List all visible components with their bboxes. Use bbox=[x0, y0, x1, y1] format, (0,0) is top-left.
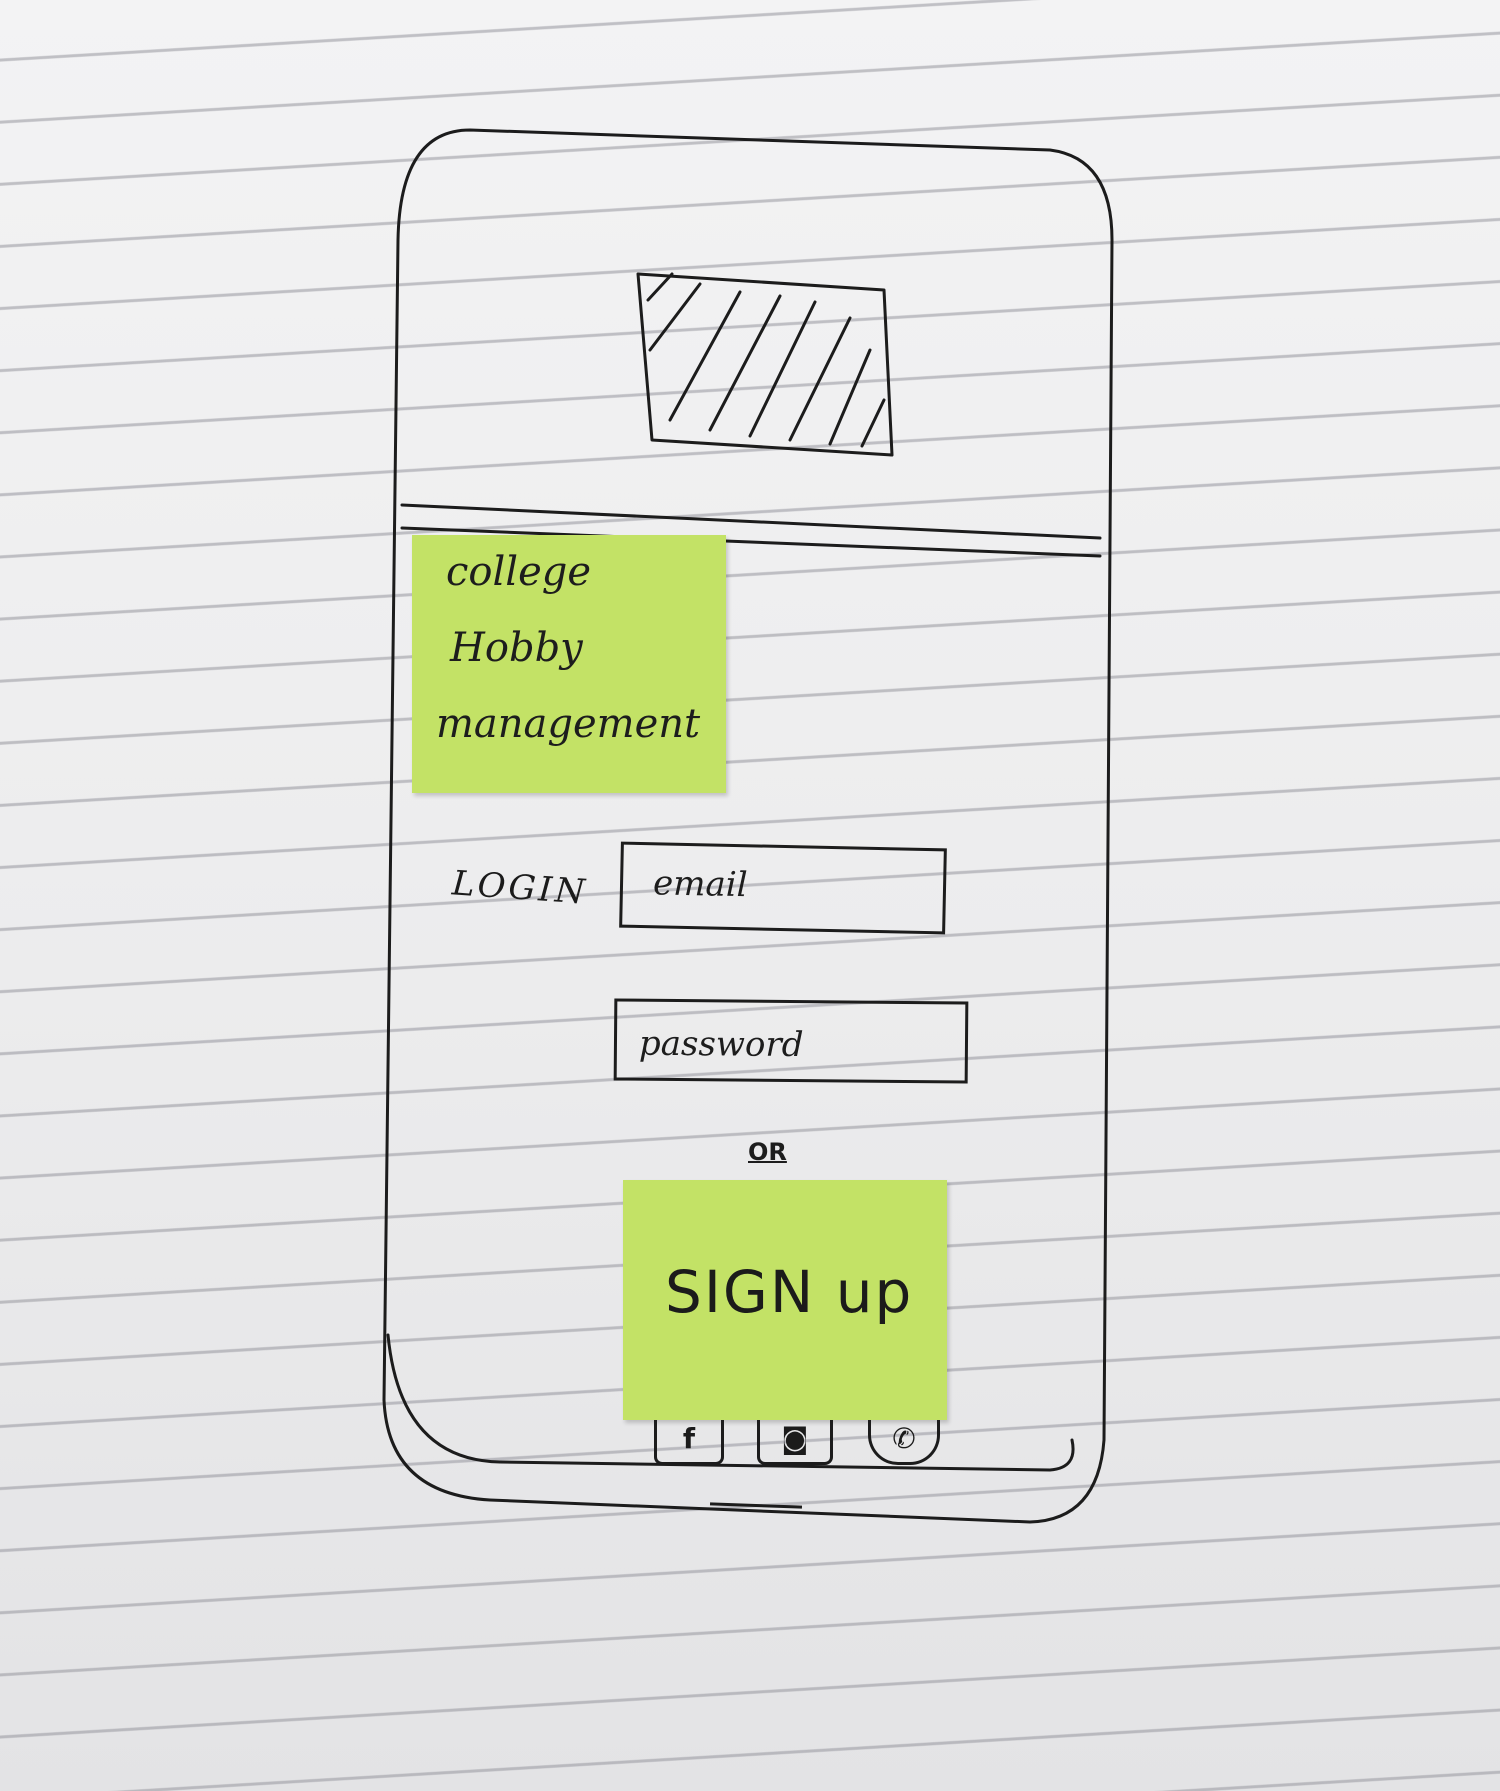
whatsapp-icon: ✆ bbox=[892, 1422, 916, 1455]
or-separator: OR bbox=[748, 1138, 787, 1166]
instagram-login-button[interactable]: ◙ bbox=[757, 1420, 833, 1465]
header-divider-top bbox=[400, 503, 1102, 540]
whatsapp-login-button[interactable]: ✆ bbox=[868, 1420, 940, 1465]
app-title-line-3: management bbox=[436, 701, 701, 747]
password-field[interactable]: password bbox=[613, 998, 969, 1084]
facebook-login-button[interactable]: f bbox=[654, 1420, 724, 1465]
instagram-icon: ◙ bbox=[781, 1422, 809, 1455]
facebook-icon: f bbox=[682, 1422, 696, 1455]
email-placeholder: email bbox=[652, 863, 748, 906]
app-title-note: college Hobby management bbox=[412, 535, 726, 793]
phone-bottom-inner-edge bbox=[386, 1333, 1075, 1472]
phone-frame bbox=[382, 128, 1114, 1524]
password-placeholder: password bbox=[638, 1023, 804, 1066]
app-title-line-1: college bbox=[446, 549, 592, 595]
header-divider-bottom bbox=[400, 526, 1102, 558]
logo-image-placeholder bbox=[636, 272, 894, 457]
app-title-line-2: Hobby bbox=[450, 625, 583, 671]
email-field[interactable]: email bbox=[619, 841, 947, 935]
signup-button[interactable]: SIGN up bbox=[623, 1180, 947, 1420]
signup-label: SIGN up bbox=[665, 1258, 914, 1326]
